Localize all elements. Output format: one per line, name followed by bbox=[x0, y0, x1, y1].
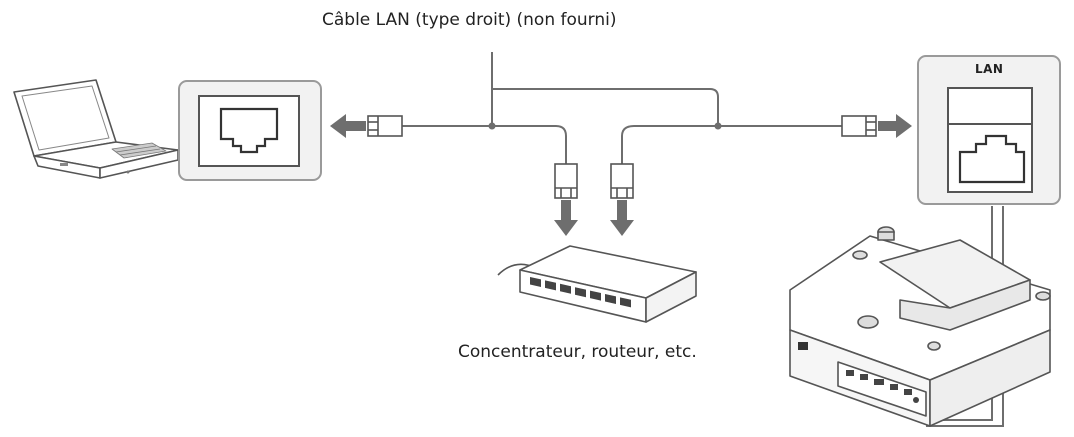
projector-icon bbox=[789, 226, 1051, 427]
arrow-down-icon bbox=[610, 200, 634, 236]
rj45-plug-icon bbox=[554, 163, 578, 199]
cable-junction-right bbox=[714, 122, 722, 130]
arrow-down-icon bbox=[554, 200, 578, 236]
rj45-plug-icon bbox=[610, 163, 634, 199]
rj45-plug-icon bbox=[367, 115, 403, 137]
lan-port-label: LAN bbox=[975, 62, 1004, 76]
lan-cable-label: Câble LAN (type droit) (non fourni) bbox=[322, 10, 617, 30]
projector-port-panel bbox=[917, 55, 1061, 205]
ethernet-port-icon bbox=[219, 107, 279, 154]
laptop-icon bbox=[13, 79, 179, 179]
network-switch-icon bbox=[497, 245, 697, 323]
computer-port-panel bbox=[178, 80, 322, 181]
ethernet-port-icon bbox=[958, 134, 1026, 184]
arrow-left-icon bbox=[330, 114, 366, 138]
rj45-plug-icon bbox=[841, 115, 877, 137]
arrow-right-icon bbox=[878, 114, 912, 138]
cable-junction-left bbox=[488, 122, 496, 130]
hub-router-label: Concentrateur, routeur, etc. bbox=[458, 342, 697, 362]
